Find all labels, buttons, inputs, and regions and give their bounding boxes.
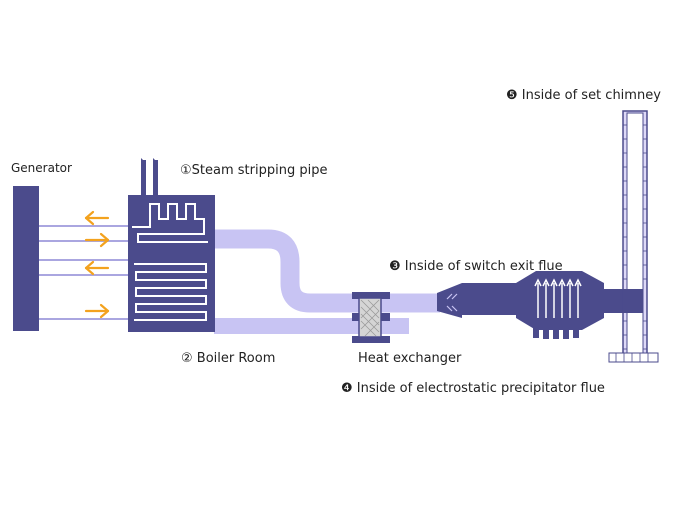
hopper-fins <box>533 328 579 339</box>
chimney-label: ❺ Inside of set chimney <box>506 88 661 103</box>
steam-stack-cap <box>141 158 146 166</box>
heat-exchanger <box>352 292 390 343</box>
chimney-base <box>608 352 659 363</box>
precipitator-chamber <box>516 271 604 330</box>
flue-pipe-upper <box>214 229 440 313</box>
arrow-left-icon <box>84 260 110 276</box>
boiler-room-label: ② Boiler Room <box>181 351 275 366</box>
steam-stripping-pipe-label: ①Steam stripping pipe <box>180 163 327 178</box>
generator-block <box>13 186 39 331</box>
precipitator-duct <box>462 283 516 315</box>
inlet-vanes <box>446 293 458 312</box>
generator-label: Generator <box>11 161 72 175</box>
steam-stripping-coil <box>132 203 208 243</box>
generator-lines <box>39 225 128 320</box>
heat-exchanger-label: Heat exchanger <box>358 351 462 366</box>
steam-stack-cap <box>153 158 158 166</box>
switch-exit-flue-label: ❸ Inside of switch exit flue <box>389 259 563 274</box>
precipitator-inlet <box>437 283 462 318</box>
chimney-inlet <box>623 289 643 313</box>
steam-stack <box>153 160 158 198</box>
electrode-rods <box>534 278 582 318</box>
chimney-connector <box>604 289 626 313</box>
arrow-left-icon <box>84 210 110 226</box>
chimney <box>608 110 659 363</box>
precipitator-flue-label: ❹ Inside of electrostatic precipitator f… <box>341 381 605 396</box>
boiler-room-coil <box>134 263 207 321</box>
chimney-bricks <box>623 124 647 350</box>
energy-flow-arrows <box>84 210 110 319</box>
arrow-right-icon <box>84 232 110 248</box>
arrow-right-icon <box>84 303 110 319</box>
electrostatic-precipitator <box>437 271 626 339</box>
steam-stack <box>141 160 146 198</box>
boiler <box>128 158 215 332</box>
